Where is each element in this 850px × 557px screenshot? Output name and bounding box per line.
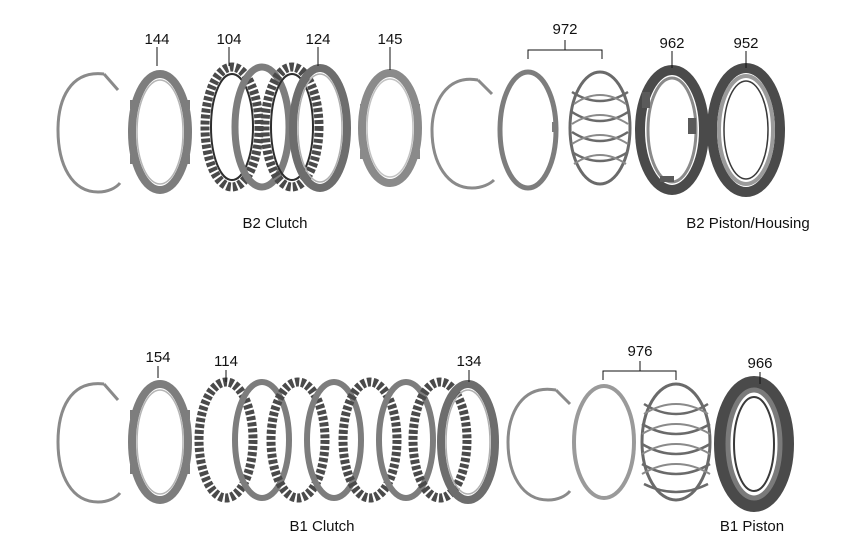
- label-972: 972: [552, 21, 577, 38]
- b1-assembly: 154 114 134 976 966 B1 Clutch B1 Piston: [56, 343, 794, 535]
- label-962: 962: [659, 35, 684, 52]
- b1-clutch-pack-114: [194, 377, 472, 503]
- label-144: 144: [144, 31, 169, 48]
- b1-snap-ring-middle: [506, 387, 572, 502]
- b2-plate-124: [289, 64, 351, 192]
- caption-b2-piston-housing: B2 Piston/Housing: [686, 215, 809, 232]
- label-124: 124: [305, 31, 330, 48]
- b2-clutch-pack-104: [200, 62, 324, 192]
- b2-snap-ring-left: [56, 72, 122, 194]
- label-976: 976: [627, 343, 652, 360]
- label-966: 966: [747, 355, 772, 372]
- b1-plate-154: [128, 380, 192, 504]
- label-134: 134: [456, 353, 481, 370]
- label-145: 145: [377, 31, 402, 48]
- label-114: 114: [214, 353, 238, 370]
- label-154: 154: [145, 349, 170, 366]
- b2-snap-ring-middle: [430, 77, 496, 190]
- b2-assembly: 144 104 124 145 972 962 952 B2 Clutch B2…: [56, 21, 810, 232]
- label-104: 104: [216, 31, 241, 48]
- b2-plate-144: [128, 70, 192, 194]
- b1-snap-ring-left: [56, 382, 122, 504]
- b2-spring-assembly-972: [497, 69, 632, 191]
- b2-housing-952: [707, 63, 785, 197]
- label-952: 952: [733, 35, 758, 52]
- b1-plate-134: [437, 380, 499, 504]
- b2-piston-962: [635, 65, 709, 195]
- b1-spring-assembly-976: [572, 382, 712, 502]
- caption-b2-clutch: B2 Clutch: [242, 215, 307, 232]
- leader-972-bracket: [527, 40, 603, 59]
- b2-plate-145: [358, 69, 422, 187]
- caption-b1-piston: B1 Piston: [720, 518, 784, 535]
- leader-976-bracket: [602, 361, 677, 380]
- caption-b1-clutch: B1 Clutch: [289, 518, 354, 535]
- b1-piston-966: [714, 376, 794, 512]
